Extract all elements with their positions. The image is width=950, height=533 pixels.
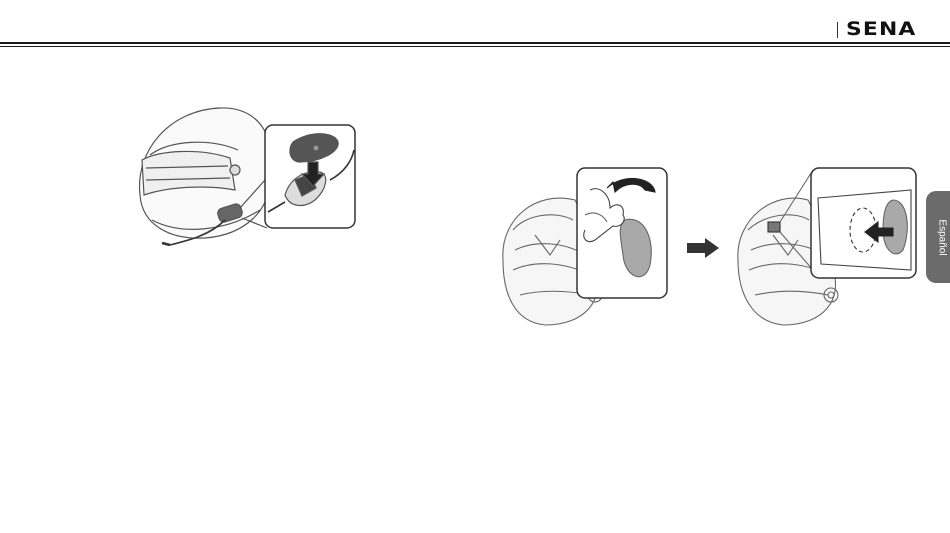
arrow-right-icon [687, 238, 719, 258]
helmet-speaker-clip-illustration [130, 100, 360, 270]
helmet-with-clip-icon [130, 100, 360, 270]
header-rule [0, 42, 950, 44]
helmet-pad-attach-illustration [733, 160, 923, 330]
step-arrow [687, 238, 719, 258]
logo-divider [837, 22, 838, 38]
helmet-pad-attach-icon [733, 160, 923, 330]
language-tab[interactable]: Español [926, 191, 950, 283]
header-rule-thin [0, 46, 950, 47]
helmet-pad-peel-icon [495, 160, 675, 330]
language-tab-label: Español [937, 219, 948, 255]
helmet-pad-peel-illustration [495, 160, 675, 330]
brand-logo: SENA [846, 18, 916, 40]
